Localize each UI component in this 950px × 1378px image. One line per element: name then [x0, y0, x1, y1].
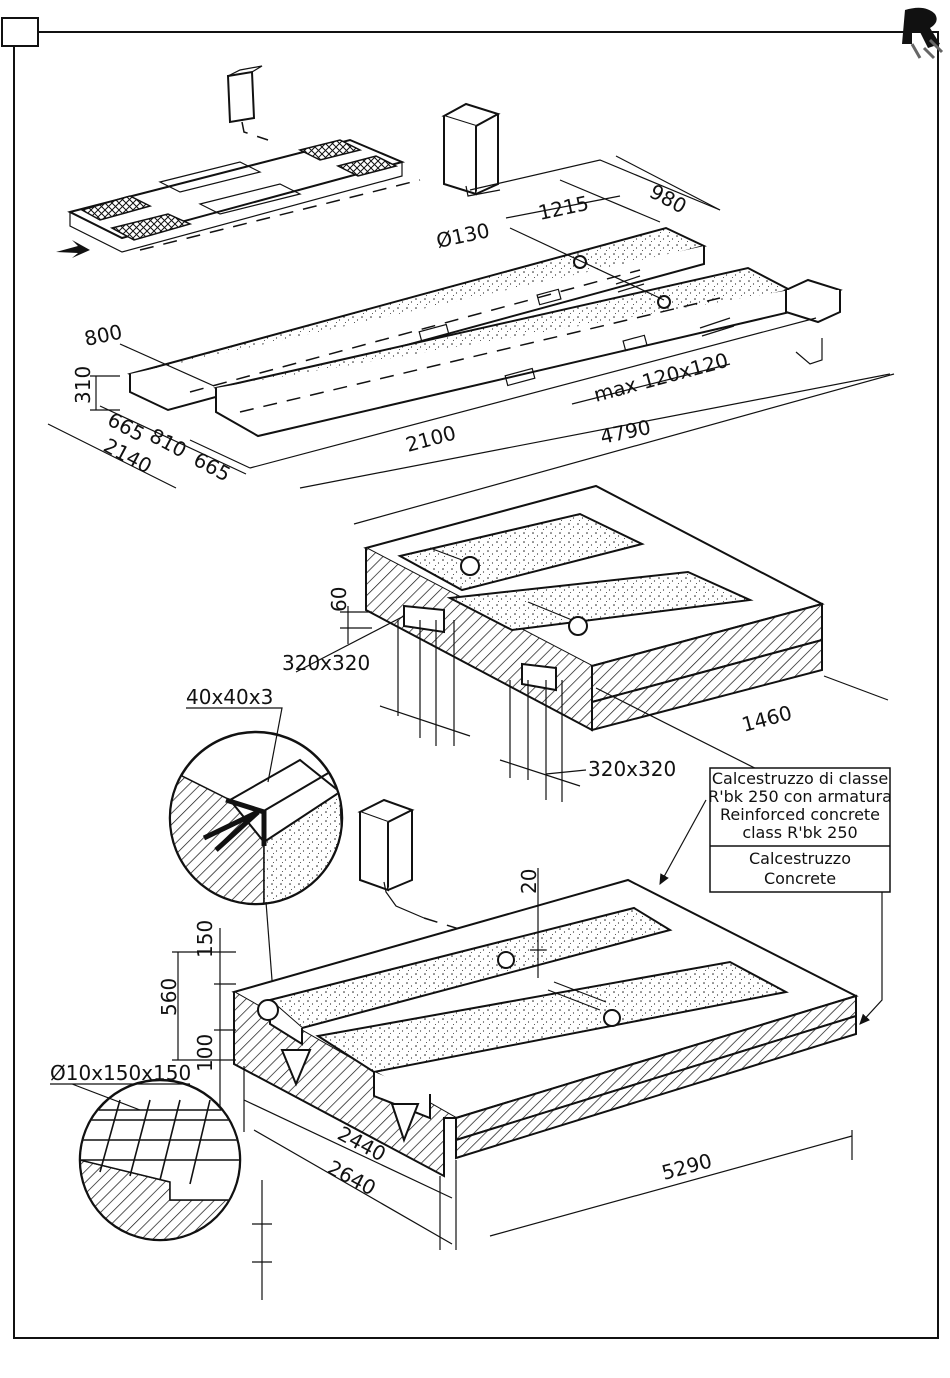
dim-320-left: 320x320	[282, 651, 370, 675]
control-box-top	[444, 104, 500, 196]
dim-5290: 5290	[659, 1148, 714, 1184]
control-box-right	[786, 280, 840, 364]
dim-320-right: 320x320	[588, 757, 676, 781]
dim-mesh: Ø10x150x150	[50, 1061, 191, 1085]
legend-reinforced-line3: Reinforced concrete	[720, 805, 880, 824]
dim-60: 60	[327, 587, 351, 612]
dim-1460: 1460	[739, 700, 794, 736]
dim-100: 100	[193, 1034, 217, 1072]
mesh-detail: Ø10x150x150	[50, 1061, 272, 1300]
dim-560: 560	[157, 978, 181, 1016]
dim-150: 150	[193, 920, 217, 958]
legend-concrete-line1: Calcestruzzo	[749, 849, 851, 868]
dim-310: 310	[71, 366, 95, 404]
legend-reinforced-line2: R'bk 250 con armatura	[708, 787, 892, 806]
bottom-foundation-view	[172, 868, 856, 1250]
dim-665-right: 665	[190, 447, 235, 486]
dim-diameter-130: Ø130	[434, 218, 492, 253]
legend-concrete-line2: Concrete	[764, 869, 836, 888]
trench-top	[130, 228, 790, 436]
dim-max-opening: max 120x120	[591, 348, 731, 407]
legend-reinforced-line4: class R'bk 250	[742, 823, 857, 842]
dim-20: 20	[517, 869, 541, 894]
lift-sketch	[56, 66, 420, 258]
dim-1215: 1215	[536, 191, 591, 225]
dim-980: 980	[646, 179, 691, 218]
legend-reinforced-line1: Calcestruzzo di classe	[712, 769, 888, 788]
dim-2100: 2100	[403, 420, 458, 456]
dim-angle-profile: 40x40x3	[186, 685, 273, 709]
dim-800: 800	[82, 319, 124, 350]
